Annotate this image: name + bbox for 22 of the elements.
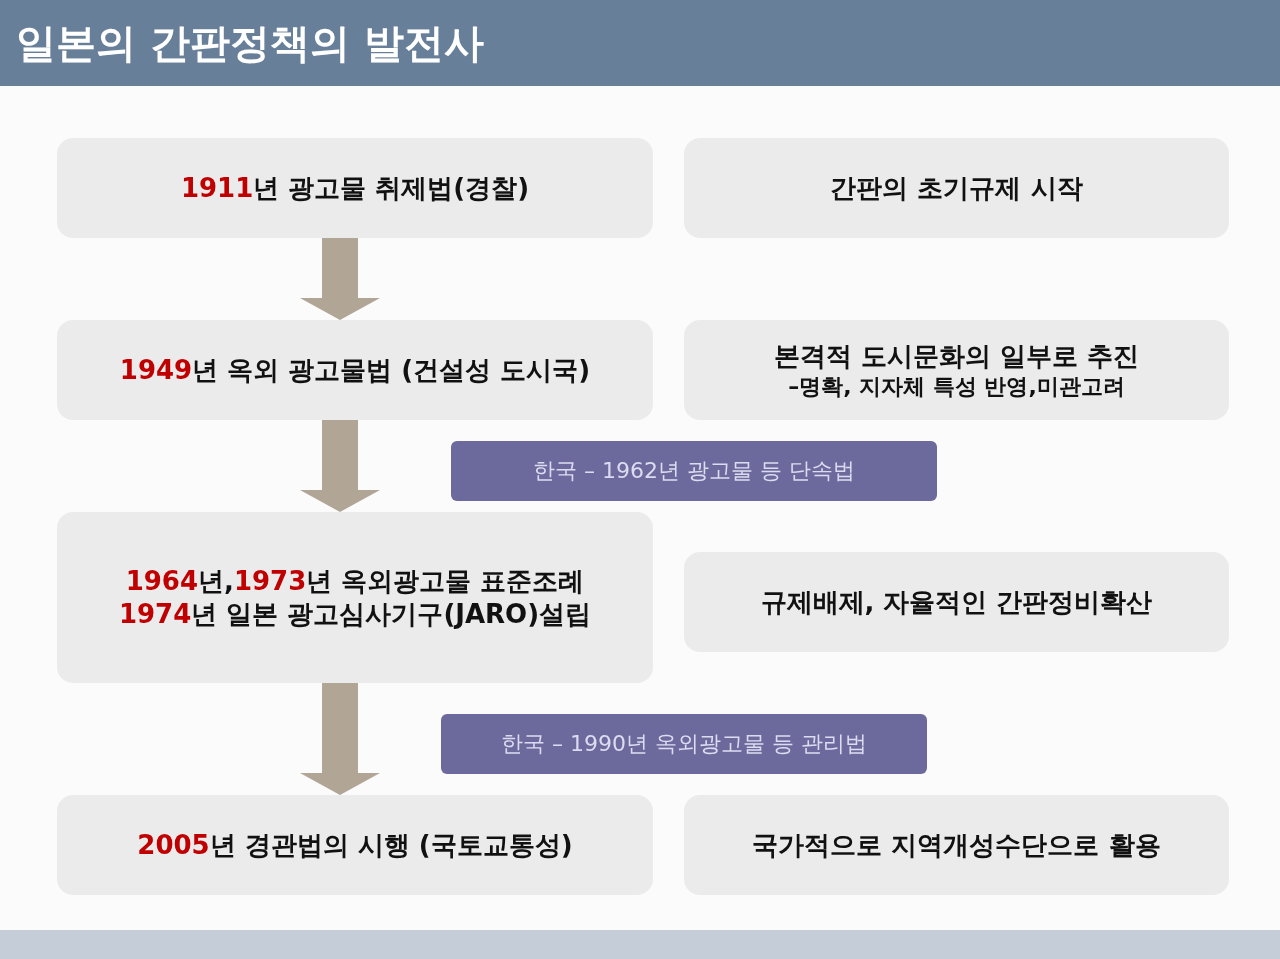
block-arrow [300, 420, 380, 512]
box-text: 한국 – 1990년 옥외광고물 등 관리법 [501, 730, 867, 758]
japan-policy-box [57, 138, 653, 238]
box-text: 국가적으로 지역개성수단으로 활용 [752, 828, 1161, 862]
box-text: 2005년 경관법의 시행 (국토교통성) [137, 828, 573, 862]
box-subtext: 1974년 일본 광고심사기구(JARO)설립 [118, 597, 592, 630]
japan-policy-box [57, 320, 653, 420]
box-text: 본격적 도시문화의 일부로 추진 [773, 340, 1140, 373]
box-text: 규제배제, 자율적인 간판정비확산 [760, 585, 1153, 619]
japan-policy-box [57, 512, 653, 683]
title: 일본의 간판정책의 발전사 [16, 19, 484, 68]
box-subtext: –명확, 지자체 특성 반영,미관고려 [788, 372, 1125, 400]
korea-law-band [441, 714, 927, 774]
box-text: 1949년 옥외 광고물법 (건설성 도시국) [119, 353, 591, 387]
box-text: 1964년,1973년 옥외광고물 표준조례 [125, 565, 585, 598]
block-arrow [300, 683, 380, 795]
box-text: 간판의 초기규제 시작 [830, 171, 1083, 205]
box-text: 한국 – 1962년 광고물 등 단속법 [533, 457, 855, 485]
japan-policy-box [57, 795, 653, 895]
korea-law-band [451, 441, 937, 501]
box-text: 1911년 광고물 취제법(경찰) [180, 171, 530, 205]
block-arrow [300, 238, 380, 320]
